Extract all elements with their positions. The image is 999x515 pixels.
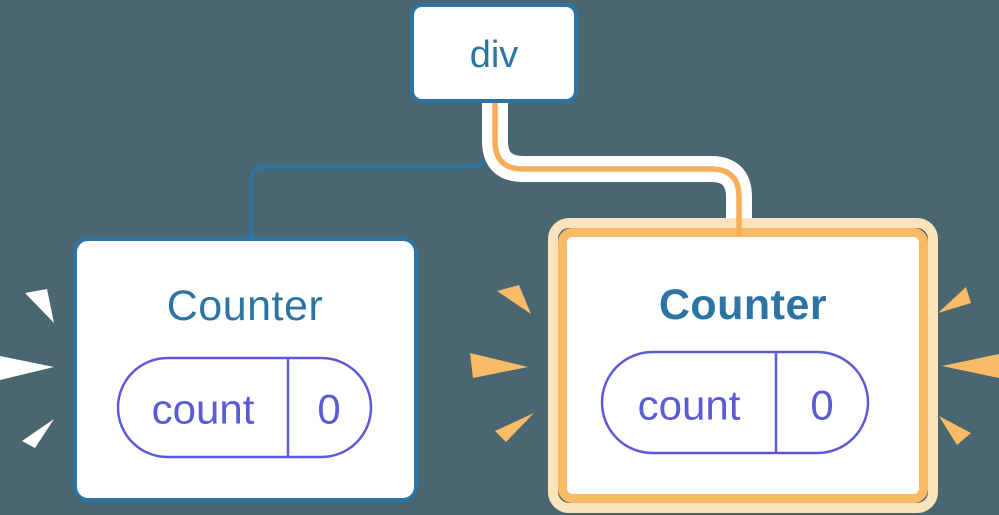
burst-mark-icon	[22, 419, 54, 448]
connector-pipe-outline	[482, 101, 752, 231]
state-pill-body	[116, 356, 373, 459]
counter-card-right-outer-ring	[548, 218, 938, 513]
state-key: count	[152, 386, 255, 433]
burst-marks-right-counter-left	[470, 285, 534, 442]
state-pill: count 0	[116, 356, 373, 459]
connector-div-to-right-counter	[482, 101, 752, 231]
burst-mark-icon	[25, 289, 54, 323]
burst-mark-icon	[939, 416, 971, 445]
connector-pipe-core	[492, 101, 742, 218]
burst-mark-icon	[497, 285, 531, 314]
div-node-label: div	[470, 34, 519, 76]
counter-card-left: Counter count 0	[73, 237, 418, 502]
connector-line-left	[249, 101, 495, 240]
div-node-box	[410, 3, 578, 103]
connector-div-to-left-counter	[249, 101, 495, 240]
state-pill-body	[600, 350, 870, 455]
counter-card-right: Counter count 0	[548, 214, 938, 513]
burst-mark-icon	[495, 413, 534, 442]
counter-title: Counter	[659, 281, 827, 329]
burst-mark-icon	[942, 354, 999, 378]
burst-marks-right-counter-right	[938, 287, 999, 445]
burst-mark-icon	[470, 353, 528, 378]
state-pill: count 0	[600, 350, 870, 455]
state-value: 0	[810, 382, 833, 429]
tree-node-div: div	[410, 3, 578, 103]
counter-title: Counter	[167, 282, 323, 330]
burst-marks-left-counter	[0, 289, 54, 448]
burst-mark-icon	[0, 356, 54, 380]
state-key: count	[638, 382, 741, 429]
state-value: 0	[317, 386, 340, 433]
burst-mark-icon	[938, 287, 971, 313]
